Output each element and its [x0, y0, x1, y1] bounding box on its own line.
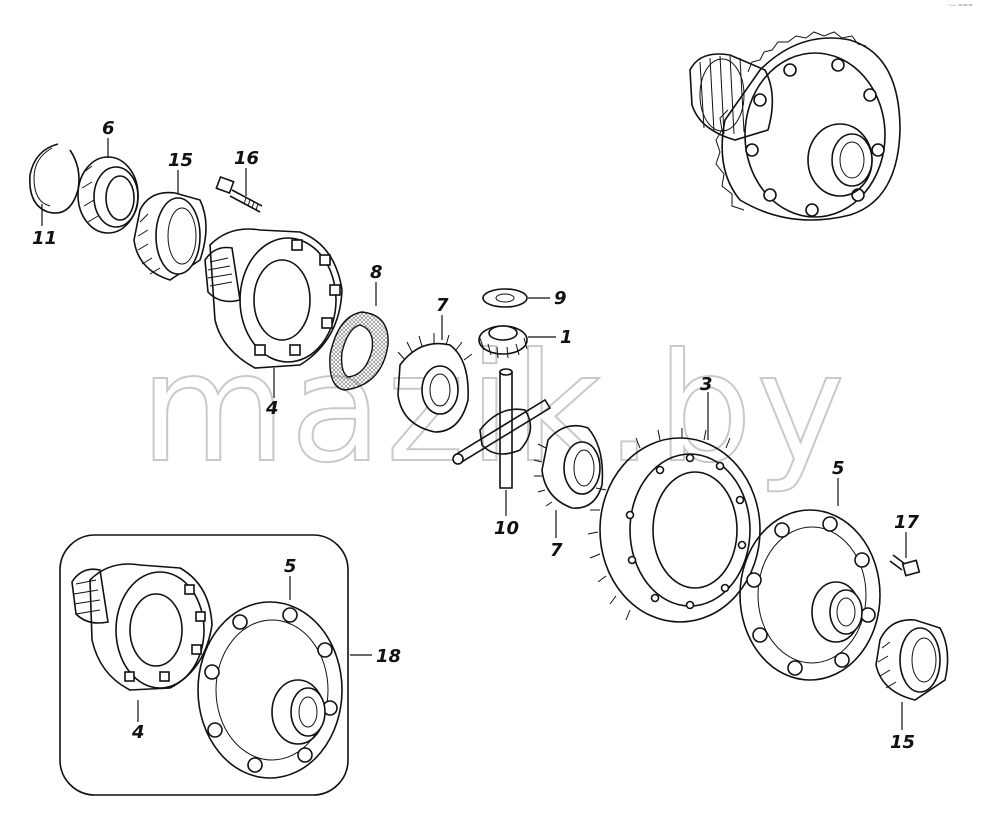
assembled-differential-illustration — [689, 31, 901, 221]
part-6-bearing — [77, 156, 139, 234]
part-1-pinion-gear — [478, 325, 528, 359]
callout-6: 6 — [102, 118, 115, 139]
part-7-side-gear-left — [397, 333, 473, 433]
part-5-case-half-kit — [197, 601, 343, 779]
part-15-bearing-lower — [875, 619, 949, 701]
corner-mark: ·— === — [948, 2, 973, 9]
part-15-bearing-upper — [133, 191, 207, 281]
callout-5-kit: 5 — [284, 556, 297, 577]
callout-10: 10 — [494, 518, 519, 539]
callout-15-upper: 15 — [168, 150, 193, 171]
callout-4-kit: 4 — [131, 722, 145, 743]
callout-7-left: 7 — [436, 295, 449, 316]
callout-4-upper: 4 — [265, 398, 279, 419]
part-9-washer — [482, 288, 528, 308]
part-4-case-half-kit — [71, 563, 213, 691]
kit-18-box — [59, 534, 349, 796]
callout-8: 8 — [370, 262, 383, 283]
callout-18: 18 — [376, 646, 401, 667]
leader-lines — [41, 138, 907, 730]
callout-5-right: 5 — [832, 458, 845, 479]
callout-7-right: 7 — [550, 540, 563, 561]
callout-15-lower: 15 — [890, 732, 915, 753]
callout-11: 11 — [32, 228, 57, 249]
part-4-case-half-upper — [204, 228, 343, 369]
part-5-case-half-right — [739, 509, 881, 681]
part-16-bolt — [215, 175, 263, 213]
part-17-bolt — [889, 554, 921, 577]
part-10-cross-shaft — [452, 368, 552, 489]
callout-16: 16 — [234, 148, 259, 169]
callout-3: 3 — [700, 374, 713, 395]
part-3-ring-gear — [587, 428, 761, 623]
callout-17: 17 — [894, 512, 920, 533]
part-7-side-gear-right — [533, 424, 604, 509]
callout-1: 1 — [560, 327, 573, 348]
watermark-text: mazik.by — [140, 322, 849, 496]
part-8-thrust-washer — [329, 311, 389, 391]
callout-9: 9 — [554, 288, 567, 309]
part-11-snap-ring — [29, 143, 80, 214]
